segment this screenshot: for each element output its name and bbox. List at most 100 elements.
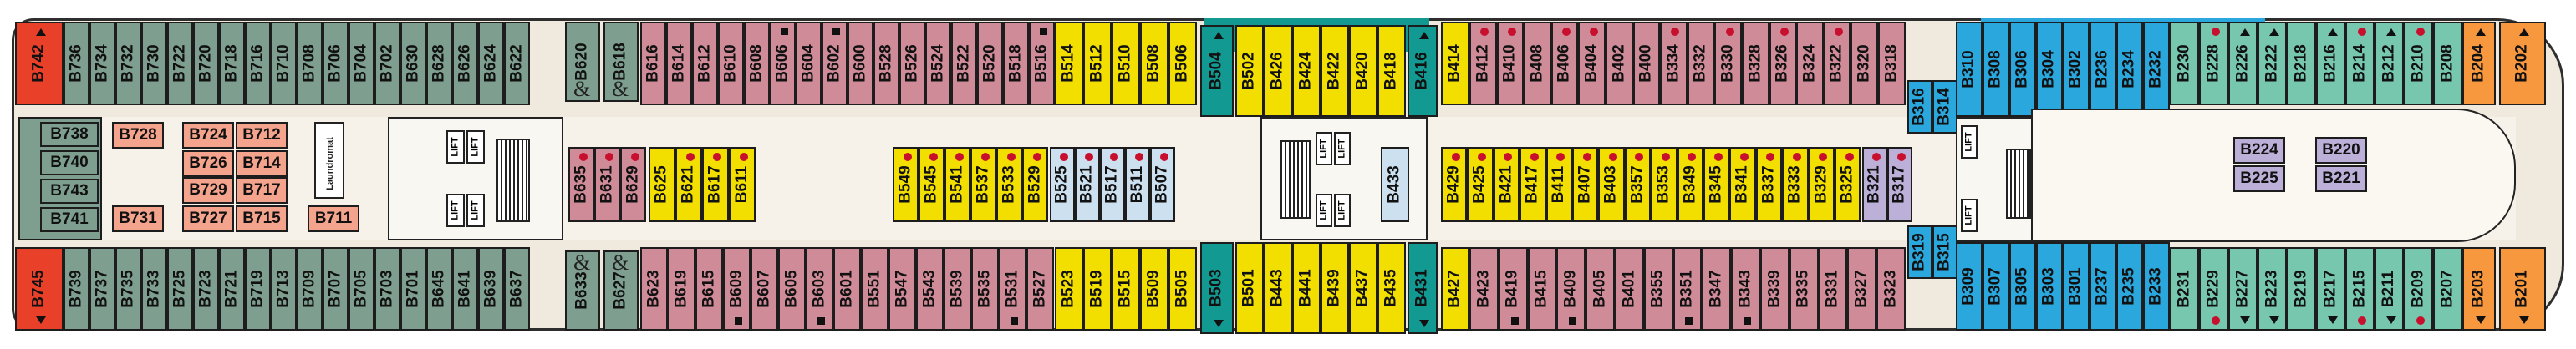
cabin-b621[interactable]: B621: [675, 147, 702, 222]
cabin-b201[interactable]: B201: [2499, 247, 2546, 331]
cabin-b601[interactable]: B601: [833, 247, 861, 331]
cabin-b733[interactable]: B733: [141, 247, 167, 331]
cabin-b728[interactable]: B728: [112, 122, 164, 149]
cabin-b334[interactable]: B334: [1660, 22, 1688, 105]
cabin-b708[interactable]: B708: [297, 22, 323, 105]
cabin-b400[interactable]: B400: [1632, 22, 1661, 105]
cabin-b549[interactable]: B549: [893, 147, 919, 222]
cabin-b418[interactable]: B418: [1377, 25, 1406, 117]
cabin-b506[interactable]: B506: [1168, 22, 1197, 105]
cabin-b331[interactable]: B331: [1818, 247, 1848, 331]
cabin-b724[interactable]: B724: [182, 122, 234, 149]
cabin-b403[interactable]: B403: [1598, 147, 1625, 222]
cabin-b226[interactable]: B226: [2228, 22, 2258, 105]
cabin-b620[interactable]: B620: [565, 22, 600, 102]
cabin-b705[interactable]: B705: [349, 247, 374, 331]
cabin-b623[interactable]: B623: [640, 247, 668, 331]
cabin-b720[interactable]: B720: [193, 22, 219, 105]
cabin-b734[interactable]: B734: [89, 22, 115, 105]
cabin-b602[interactable]: B602: [822, 22, 848, 105]
cabin-b233[interactable]: B233: [2143, 242, 2170, 331]
cabin-b214[interactable]: B214: [2345, 22, 2375, 105]
cabin-b505[interactable]: B505: [1168, 247, 1197, 331]
cabin-b622[interactable]: B622: [504, 22, 530, 105]
cabin-b712[interactable]: B712: [236, 122, 288, 149]
cabin-b736[interactable]: B736: [64, 22, 89, 105]
cabin-b709[interactable]: B709: [297, 247, 323, 331]
cabin-b743[interactable]: B743: [40, 179, 99, 204]
cabin-b617[interactable]: B617: [702, 147, 729, 222]
cabin-b212[interactable]: B212: [2375, 22, 2404, 105]
cabin-b402[interactable]: B402: [1606, 22, 1633, 105]
cabin-b319[interactable]: B319: [1907, 225, 1932, 279]
cabin-b641[interactable]: B641: [452, 247, 478, 331]
cabin-b415[interactable]: B415: [1527, 247, 1557, 331]
cabin-b219[interactable]: B219: [2287, 247, 2316, 331]
cabin-b221[interactable]: B221: [2315, 165, 2367, 192]
cabin-b742[interactable]: B742: [15, 22, 64, 105]
cabin-b412[interactable]: B412: [1469, 22, 1497, 105]
cabin-b332[interactable]: B332: [1687, 22, 1715, 105]
cabin-b626[interactable]: B626: [452, 22, 478, 105]
cabin-b301[interactable]: B301: [2063, 242, 2090, 331]
cabin-b624[interactable]: B624: [478, 22, 504, 105]
cabin-b306[interactable]: B306: [2009, 22, 2036, 117]
cabin-b417[interactable]: B417: [1520, 147, 1546, 222]
cabin-b610[interactable]: B610: [718, 22, 744, 105]
cabin-b315[interactable]: B315: [1932, 225, 1957, 279]
cabin-b715[interactable]: B715: [236, 205, 288, 232]
cabin-b731[interactable]: B731: [112, 205, 164, 232]
cabin-b419[interactable]: B419: [1498, 247, 1528, 331]
cabin-b704[interactable]: B704: [349, 22, 374, 105]
cabin-b323[interactable]: B323: [1876, 247, 1906, 331]
cabin-b512[interactable]: B512: [1083, 22, 1112, 105]
cabin-b302[interactable]: B302: [2063, 22, 2090, 117]
cabin-b631[interactable]: B631: [594, 147, 620, 222]
cabin-b310[interactable]: B310: [1956, 22, 1983, 117]
cabin-b727[interactable]: B727: [182, 205, 234, 232]
cabin-b510[interactable]: B510: [1112, 22, 1140, 105]
cabin-b421[interactable]: B421: [1493, 147, 1520, 222]
cabin-b702[interactable]: B702: [374, 22, 400, 105]
cabin-b608[interactable]: B608: [744, 22, 770, 105]
cabin-b718[interactable]: B718: [219, 22, 245, 105]
cabin-b609[interactable]: B609: [723, 247, 751, 331]
cabin-b514[interactable]: B514: [1055, 22, 1083, 105]
cabin-b316[interactable]: B316: [1907, 80, 1932, 134]
cabin-b721[interactable]: B721: [219, 247, 245, 331]
cabin-b317[interactable]: B317: [1887, 147, 1912, 222]
cabin-b616[interactable]: B616: [640, 22, 666, 105]
cabin-b305[interactable]: B305: [2009, 242, 2036, 331]
cabin-b516[interactable]: B516: [1029, 22, 1055, 105]
cabin-b345[interactable]: B345: [1703, 147, 1730, 222]
cabin-b347[interactable]: B347: [1702, 247, 1732, 331]
cabin-b202[interactable]: B202: [2499, 22, 2546, 105]
cabin-b324[interactable]: B324: [1796, 22, 1824, 105]
cabin-b435[interactable]: B435: [1377, 242, 1406, 334]
cabin-b547[interactable]: B547: [888, 247, 916, 331]
cabin-b318[interactable]: B318: [1878, 22, 1906, 105]
cabin-b521[interactable]: B521: [1075, 147, 1100, 222]
cabin-b333[interactable]: B333: [1782, 147, 1809, 222]
cabin-b528[interactable]: B528: [873, 22, 899, 105]
cabin-b714[interactable]: B714: [236, 150, 288, 177]
cabin-b409[interactable]: B409: [1556, 247, 1586, 331]
cabin-b533[interactable]: B533: [996, 147, 1022, 222]
cabin-b215[interactable]: B215: [2345, 247, 2375, 331]
cabin-b716[interactable]: B716: [245, 22, 271, 105]
cabin-b740[interactable]: B740: [40, 150, 99, 175]
cabin-b234[interactable]: B234: [2116, 22, 2143, 117]
cabin-b426[interactable]: B426: [1264, 25, 1292, 117]
cabin-b220[interactable]: B220: [2315, 137, 2367, 164]
cabin-b229[interactable]: B229: [2199, 247, 2228, 331]
cabin-b710[interactable]: B710: [271, 22, 297, 105]
cabin-b738[interactable]: B738: [40, 122, 99, 147]
cabin-b722[interactable]: B722: [167, 22, 193, 105]
cabin-b633[interactable]: B633: [565, 250, 600, 331]
cabin-b204[interactable]: B204: [2462, 22, 2496, 105]
cabin-b706[interactable]: B706: [323, 22, 349, 105]
cabin-b531[interactable]: B531: [999, 247, 1026, 331]
cabin-b231[interactable]: B231: [2170, 247, 2199, 331]
cabin-b520[interactable]: B520: [977, 22, 1003, 105]
cabin-b607[interactable]: B607: [751, 247, 778, 331]
